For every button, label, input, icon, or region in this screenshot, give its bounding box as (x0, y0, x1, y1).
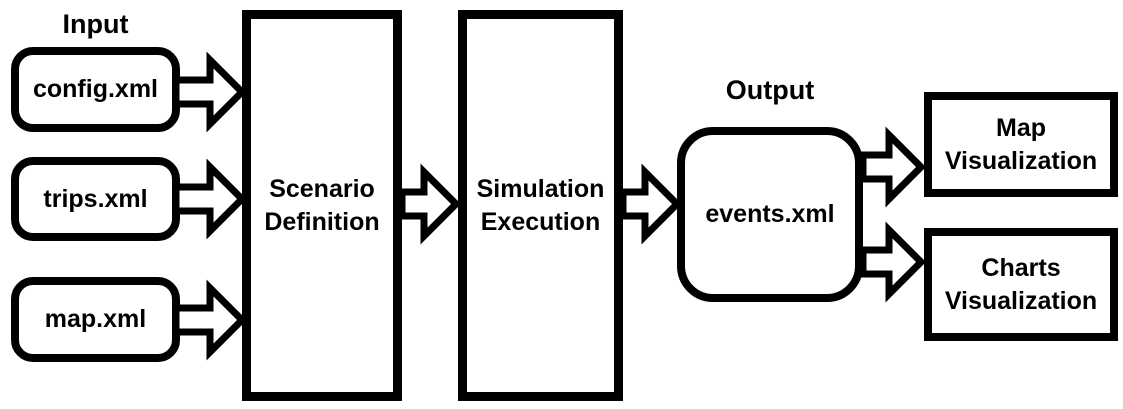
map-visualization-line1: Map (996, 113, 1046, 142)
arrow-config-to-scenario-icon (172, 51, 247, 133)
charts-visualization-line1: Charts (981, 253, 1061, 282)
arrow-events-to-charts-viz-icon (859, 221, 926, 303)
scenario-definition-line2: Definition (264, 207, 380, 236)
map-visualization-node: Map Visualization (924, 92, 1118, 197)
scenario-definition-line1: Scenario (269, 174, 375, 203)
input-section-label: Input (62, 9, 129, 39)
events-xml-label: events.xml (705, 200, 835, 228)
arrow-scenario-to-simulation-icon (398, 163, 461, 245)
trips-xml-node: trips.xml (11, 157, 180, 241)
map-xml-label: map.xml (44, 305, 147, 333)
simulation-execution-node: Simulation Execution (458, 10, 623, 401)
arrow-events-to-map-viz-icon (859, 126, 926, 208)
charts-visualization-line2: Visualization (944, 286, 1098, 315)
charts-visualization-node: Charts Visualization (924, 228, 1118, 341)
trips-xml-label: trips.xml (43, 184, 148, 213)
arrow-map-to-scenario-icon (172, 279, 247, 361)
arrow-trips-to-scenario-icon (172, 158, 247, 240)
output-section-label: Output (725, 75, 815, 105)
config-xml-label: config.xml (32, 75, 158, 103)
arrow-simulation-to-events-icon (619, 163, 682, 245)
simulation-execution-line1: Simulation (476, 174, 605, 203)
map-xml-node: map.xml (11, 277, 180, 362)
scenario-definition-node: Scenario Definition (242, 10, 402, 401)
events-xml-node: events.xml (677, 127, 863, 302)
simulation-execution-line2: Execution (480, 207, 601, 236)
map-visualization-line2: Visualization (944, 146, 1098, 175)
config-xml-node: config.xml (11, 47, 180, 132)
